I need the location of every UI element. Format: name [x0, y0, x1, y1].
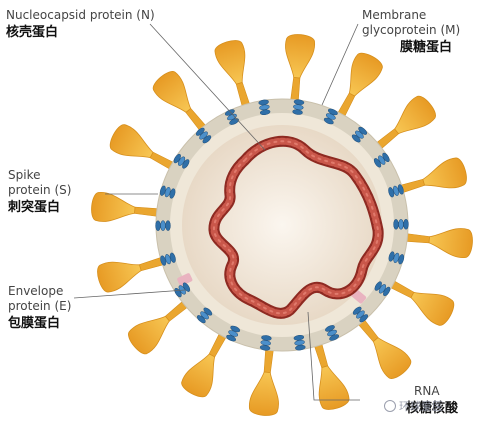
membrane-proteins [155, 99, 409, 351]
label-rna-zh: 核糖核酸 [406, 401, 459, 416]
membrane-protein [388, 251, 405, 265]
membrane-protein [323, 108, 338, 125]
leader-envelope [73, 289, 186, 299]
label-nucleocapsid: Nucleocapsid protein (N) 核壳蛋白 [6, 8, 155, 41]
label-membrane-en1: Membrane [362, 8, 427, 22]
membrane-protein [160, 252, 176, 266]
membrane-protein [258, 99, 271, 115]
spike [334, 52, 383, 122]
label-membrane-zh: 膜糖蛋白 [400, 40, 453, 55]
membrane-protein [195, 127, 212, 144]
membrane-protein [388, 184, 404, 198]
label-rna: RNA 核糖核酸 [406, 384, 458, 417]
label-nucleocapsid-en: Nucleocapsid protein (N) [6, 8, 155, 22]
label-membrane: Membrane glycoprotein (M) 膜糖蛋白 [362, 8, 460, 56]
label-spike-zh: 刺突蛋白 [8, 200, 61, 215]
membrane-protein [393, 219, 409, 230]
spike [312, 338, 350, 410]
spike [249, 343, 279, 416]
label-spike-en1: Spike [8, 168, 41, 182]
spike [354, 314, 412, 379]
membrane-protein [374, 281, 391, 297]
leader-nucleocapsid [149, 23, 266, 151]
membrane-protein [293, 335, 306, 351]
spike [109, 124, 179, 173]
membrane-protein [155, 220, 171, 231]
spike [385, 277, 455, 326]
label-envelope-en1: Envelope [8, 284, 64, 298]
spike-proteins [91, 34, 473, 416]
membrane-protein [325, 325, 340, 341]
membrane-protein [259, 335, 272, 351]
membrane-protein [226, 325, 241, 342]
watermark-text: 环球爱医 [399, 400, 443, 413]
spike [97, 255, 169, 293]
label-envelope-en2: protein (E) [8, 299, 72, 313]
membrane-protein [373, 152, 390, 168]
leader-membrane [321, 23, 359, 106]
label-nucleocapsid-zh: 核壳蛋白 [6, 25, 59, 40]
membrane-protein [352, 306, 369, 323]
membrane-protein [292, 99, 305, 115]
membrane-protein [173, 153, 190, 169]
membrane-protein [159, 185, 176, 199]
leader-rna [307, 311, 360, 401]
label-membrane-en2: glycoprotein (M) [362, 23, 461, 37]
label-spike-en2: protein (S) [8, 183, 72, 197]
label-rna-en: RNA [414, 384, 440, 398]
label-spike: Spike protein (S) 刺突蛋白 [8, 168, 71, 216]
spike [91, 192, 164, 222]
wechat-icon [384, 400, 396, 412]
label-envelope-zh: 包膜蛋白 [8, 316, 61, 331]
membrane-protein [351, 126, 368, 143]
watermark: 环球爱医 [384, 398, 443, 414]
leader-lines [73, 23, 360, 401]
rna-nucleocapsid [208, 135, 384, 319]
label-envelope: Envelope protein (E) 包膜蛋白 [8, 284, 71, 332]
spike [181, 328, 230, 398]
membrane-protein [196, 307, 213, 324]
spike [400, 228, 473, 258]
spike [285, 34, 315, 107]
